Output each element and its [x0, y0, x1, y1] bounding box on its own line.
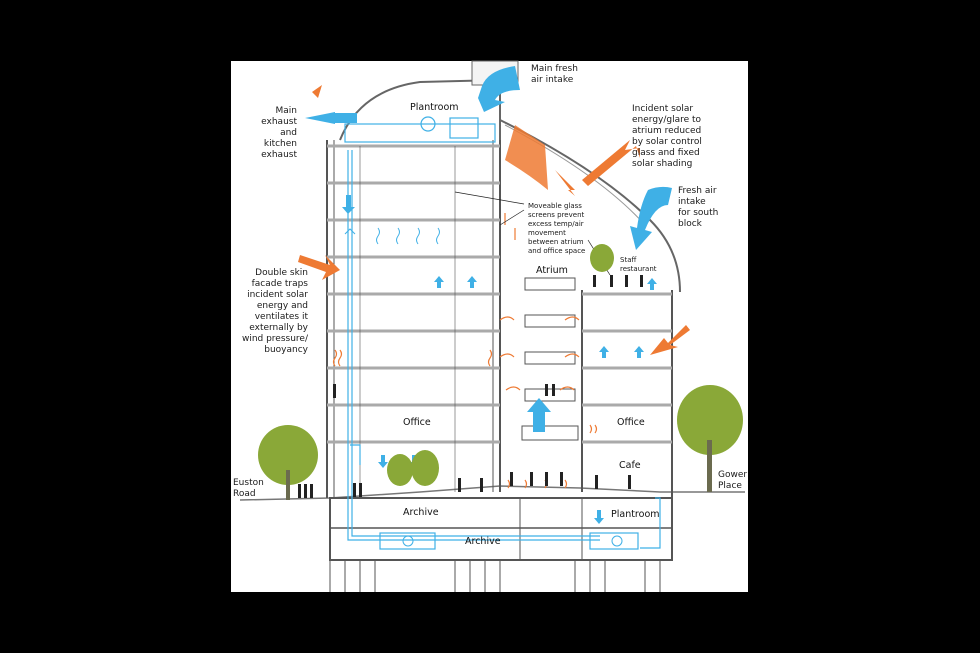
- plantroom-equipment: [344, 116, 496, 143]
- rising-air-wisps: [344, 227, 440, 245]
- air-fan-icons: [402, 535, 623, 547]
- label-incident-solar: Incident solar energy/glare to atrium re…: [632, 104, 702, 169]
- office-block-right: [581, 290, 673, 498]
- solar-heat-arrows: [298, 85, 690, 355]
- room-cafe: Cafe: [619, 460, 641, 471]
- room-plantroom-top: Plantroom: [410, 102, 459, 113]
- label-gower-place: Gower Place: [718, 470, 748, 491]
- basement: [329, 497, 673, 561]
- fresh-air-flows: [305, 66, 672, 524]
- warm-air-wisps: [332, 213, 598, 489]
- room-archive-upper: Archive: [403, 507, 439, 518]
- room-archive-lower: Archive: [465, 536, 501, 547]
- label-main-fresh-air-intake: Main fresh air intake: [531, 64, 578, 85]
- foundation-piles: [329, 560, 661, 592]
- label-main-exhaust: Main exhaust and kitchen exhaust: [261, 106, 297, 160]
- office-block-left: [326, 140, 501, 498]
- label-euston-road: Euston Road: [233, 478, 264, 499]
- diagram-panel: [231, 61, 748, 592]
- room-plantroom-basement: Plantroom: [611, 509, 660, 520]
- label-fresh-air-south: Fresh air intake for south block: [678, 186, 719, 229]
- room-atrium: Atrium: [536, 265, 568, 276]
- atrium-bridges: [521, 277, 579, 441]
- people: [298, 275, 643, 498]
- label-double-skin: Double skin facade traps incident solar …: [241, 268, 308, 355]
- roof-curve: [339, 78, 501, 141]
- label-staff-restaurant: Staff restaurant: [620, 256, 657, 273]
- ductwork: [347, 150, 661, 550]
- label-moveable-glass: Moveable glass screens prevent excess te…: [528, 202, 586, 255]
- room-office-left: Office: [403, 417, 431, 428]
- trees: [258, 244, 743, 500]
- room-office-right: Office: [617, 417, 645, 428]
